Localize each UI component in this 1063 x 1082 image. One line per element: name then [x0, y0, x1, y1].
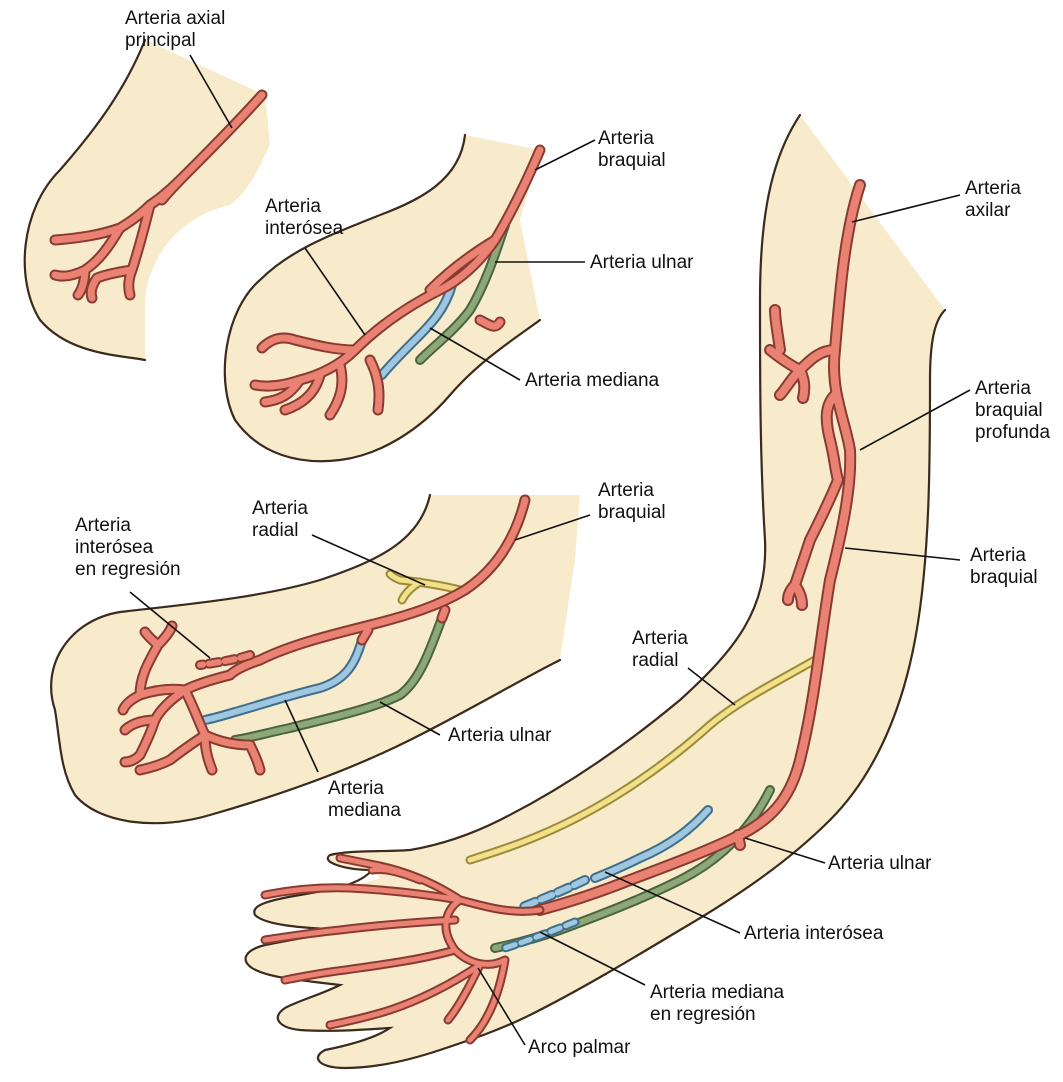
label-s4-arteria-axilar: Arteria axilar [965, 178, 1021, 222]
label-s4-arteria-braquial: Arteria braquial [970, 545, 1038, 589]
label-s4-arteria-interosea: Arteria interósea [744, 923, 883, 945]
stage-2-limb [225, 135, 595, 461]
label-s3-arteria-ulnar: Arteria ulnar [448, 725, 552, 747]
label-s3-arteria-mediana: Arteria mediana [328, 778, 401, 822]
stage-1-limb-bud [25, 40, 270, 360]
label-s2-arteria-mediana: Arteria mediana [525, 370, 659, 392]
label-s3-arteria-interosea-regresion: Arteria interósea en regresión [75, 515, 181, 581]
label-s4-arteria-braquial-profunda: Arteria braquial profunda [975, 378, 1050, 444]
label-s4-arteria-radial: Arteria radial [632, 628, 688, 672]
label-s4-arteria-ulnar: Arteria ulnar [828, 853, 932, 875]
stage-1-bud-outline [25, 40, 270, 360]
label-arteria-axial-principal: Arteria axial principal [125, 8, 225, 52]
label-s2-arteria-ulnar: Arteria ulnar [590, 252, 694, 274]
label-s2-arteria-interosea: Arteria interósea [265, 196, 343, 240]
label-s3-arteria-braquial: Arteria braquial [598, 480, 666, 524]
label-s2-arteria-braquial: Arteria braquial [598, 128, 666, 172]
leader-s2-braquial [535, 140, 595, 170]
label-s4-arco-palmar: Arco palmar [528, 1037, 630, 1059]
label-s3-arteria-radial: Arteria radial [252, 498, 308, 542]
label-s4-arteria-mediana-regresion: Arteria mediana en regresión [650, 982, 784, 1026]
